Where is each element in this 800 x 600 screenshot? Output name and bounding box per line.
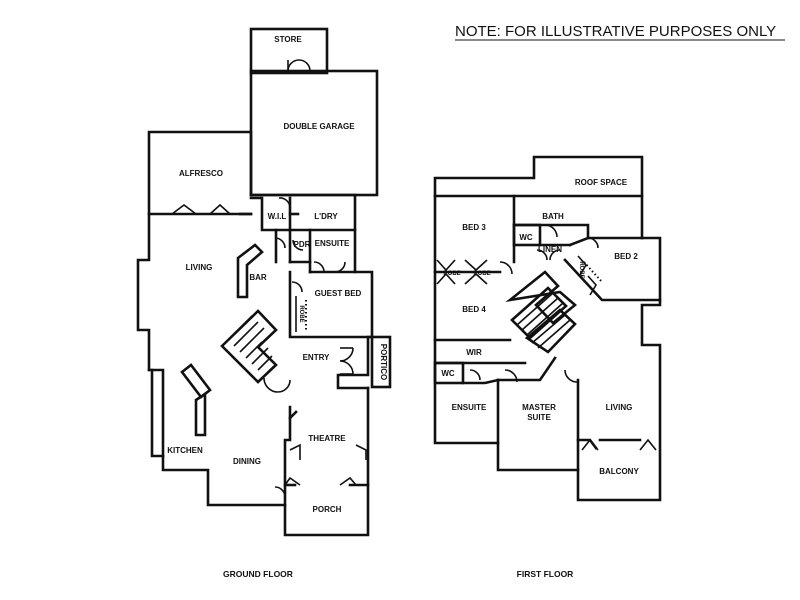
ff-master-suite-line1: MASTER [522,403,556,412]
ff-wir-label: WIR [466,348,482,357]
ff-bath-label: BATH [542,212,564,221]
ff-ensuite-label: ENSUITE [452,403,487,412]
ground-floor-plan [136,27,379,537]
ff-robe-bed2-label: ROBE [578,261,584,278]
first-floor-title: FIRST FLOOR [517,569,574,579]
gf-guest-bed-label: GUEST BED [315,289,362,298]
first-stairs [505,270,578,354]
ff-robe-left-label: ROBE [443,271,460,277]
gf-kitchen-label: KITCHEN [167,446,203,455]
ff-bed3-label: BED 3 [462,223,486,232]
gf-store-label: STORE [274,35,302,44]
first-floor-plan [433,155,662,502]
ground-floor-title: GROUND FLOOR [223,569,293,579]
ground-stairs [220,309,278,384]
ff-living-label: LIVING [606,403,633,412]
ff-robe-mid-label: ROBE [473,271,490,277]
gf-portico-box [370,335,392,389]
ff-master-suite-line2: SUITE [527,413,551,422]
gf-double-garage-label: DOUBLE GARAGE [283,122,355,131]
gf-portico-label: PORTICO [379,344,388,380]
gf-entry-label: ENTRY [303,353,330,362]
gf-dining-label: DINING [233,457,261,466]
gf-theatre-label: THEATRE [308,434,346,443]
ff-balcony-label: BALCONY [599,467,639,476]
gf-wil-label: W.I.L [268,212,287,221]
gf-porch-label: PORCH [313,505,342,514]
ff-bed2-label: BED 2 [614,252,638,261]
gf-living-label: LIVING [186,263,213,272]
gf-robe-label: ROBE [298,305,304,322]
gf-ensuite-label: ENSUITE [315,239,350,248]
ff-wc-upper-label: WC [519,233,533,242]
ff-linen-label: LINEN [538,245,562,254]
ff-roof-space-label: ROOF SPACE [575,178,628,187]
ff-bed4-label: BED 4 [462,305,486,314]
ff-wc-lower-label: WC [441,369,455,378]
gf-bar-label: BAR [249,273,267,282]
gf-pdr-label: PDR [294,240,311,249]
gf-laundry-label: L'DRY [314,212,338,221]
gf-alfresco-label: ALFRESCO [179,169,223,178]
disclaimer-note: NOTE: FOR ILLUSTRATIVE PURPOSES ONLY [455,23,776,40]
